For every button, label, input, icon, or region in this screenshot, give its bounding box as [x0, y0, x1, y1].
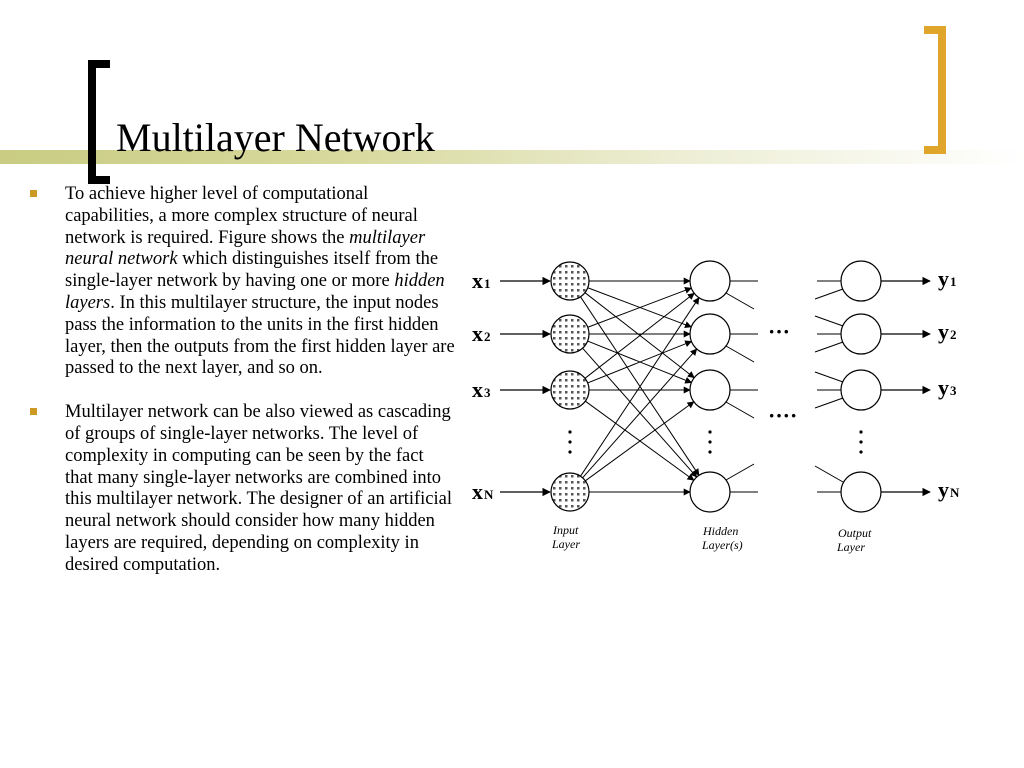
bullet-text-segment: . In this multilayer structure, the inpu… — [65, 292, 455, 379]
hidden-output-stub — [725, 292, 755, 310]
output-input-stub — [814, 371, 844, 383]
hidden-output-stub — [725, 463, 755, 481]
vertical-ellipsis-dot — [859, 440, 863, 444]
input-label-sub: 2 — [484, 329, 491, 344]
output-node-1 — [840, 260, 882, 302]
right-bracket-decoration — [924, 26, 946, 154]
output-input-stub — [814, 465, 844, 483]
output-label-base: y — [938, 477, 949, 502]
bullet-text-segment: which distinguishes itself from the sing… — [65, 249, 439, 292]
output-node-3 — [840, 369, 882, 411]
vertical-ellipsis-dot — [568, 440, 572, 444]
input-node-4 — [550, 472, 590, 512]
bullet-text-segment: hidden layers — [65, 271, 445, 313]
output-label-sub: 3 — [950, 383, 957, 398]
output-label-base: y — [938, 375, 949, 400]
output-label-sub: 1 — [950, 274, 957, 289]
bullet-text-segment: To achieve higher level of computational… — [65, 184, 418, 248]
title-accent-bar — [0, 150, 1024, 164]
slide-title: Multilayer Network — [116, 115, 435, 160]
bullet-marker-icon — [30, 190, 37, 197]
vertical-ellipsis-dot — [708, 430, 712, 434]
input-node-2 — [550, 314, 590, 354]
input-label-1: x1 — [472, 268, 491, 293]
output-input-stub — [814, 288, 844, 300]
left-bracket-decoration — [88, 60, 110, 184]
input-node-1 — [550, 261, 590, 301]
hidden-layer-label: Layer(s) — [701, 538, 743, 552]
vertical-ellipsis-dot — [859, 450, 863, 454]
connection-input-3-hidden-1 — [584, 292, 695, 379]
hidden-layer-label: Hidden — [702, 524, 738, 538]
output-label-4: yN — [938, 477, 960, 502]
input-layer-label: Layer — [551, 537, 580, 551]
hidden-node-2 — [689, 313, 731, 355]
bullet-marker-icon — [30, 408, 37, 416]
connection-input-4-hidden-1 — [580, 297, 700, 477]
input-label-4: xN — [472, 479, 494, 504]
bullet-item-1: To achieve higher level of computational… — [30, 184, 455, 380]
input-label-base: x — [472, 268, 483, 293]
output-input-stub — [814, 341, 844, 353]
input-node-3 — [550, 370, 590, 410]
input-label-base: x — [472, 479, 483, 504]
connection-input-2-hidden-1 — [587, 287, 692, 328]
hidden-layers-ellipsis-upper: ··· — [768, 319, 790, 344]
input-layer-label: Input — [552, 523, 579, 537]
bullet-text-segment: Multilayer network can be also viewed as… — [65, 402, 453, 575]
vertical-ellipsis-dot — [708, 440, 712, 444]
output-node-4 — [840, 471, 882, 513]
output-label-base: y — [938, 319, 949, 344]
input-label-base: x — [472, 321, 483, 346]
output-label-2: y2 — [938, 319, 957, 344]
input-label-base: x — [472, 377, 483, 402]
connection-input-4-hidden-2 — [582, 348, 698, 479]
connection-input-4-hidden-3 — [585, 401, 695, 482]
output-input-stub — [814, 315, 844, 327]
output-label-base: y — [938, 266, 949, 291]
input-label-2: x2 — [472, 321, 491, 346]
output-input-stub — [814, 397, 844, 409]
input-label-sub: 1 — [484, 276, 491, 291]
hidden-layers-ellipsis-lower: ···· — [768, 403, 797, 428]
output-label-sub: 2 — [950, 327, 957, 342]
output-label-1: y1 — [938, 266, 957, 291]
vertical-ellipsis-dot — [708, 450, 712, 454]
output-label-sub: N — [950, 485, 960, 500]
bullet-text-segment: multilayer neural network — [65, 227, 426, 270]
output-layer-label: Output — [838, 526, 872, 540]
output-label-3: y3 — [938, 375, 957, 400]
input-label-sub: 3 — [484, 385, 491, 400]
connection-input-3-hidden-2 — [587, 340, 693, 384]
bullet-item-2: Multilayer network can be also viewed as… — [30, 402, 455, 576]
hidden-output-stub — [725, 401, 755, 419]
vertical-ellipsis-dot — [568, 430, 572, 434]
vertical-ellipsis-dot — [859, 430, 863, 434]
input-label-3: x3 — [472, 377, 491, 402]
input-label-sub: N — [484, 487, 494, 502]
vertical-ellipsis-dot — [568, 450, 572, 454]
hidden-node-3 — [689, 369, 731, 411]
bullet-list: To achieve higher level of computational… — [30, 184, 455, 599]
hidden-node-4 — [689, 471, 731, 513]
hidden-node-1 — [689, 260, 731, 302]
output-layer-label: Layer — [836, 540, 865, 554]
output-node-2 — [840, 313, 882, 355]
hidden-output-stub — [725, 345, 755, 363]
multilayer-network-diagram: ·······x1x2x3xNy1y2y3yNInputLayerHiddenL… — [472, 260, 960, 554]
